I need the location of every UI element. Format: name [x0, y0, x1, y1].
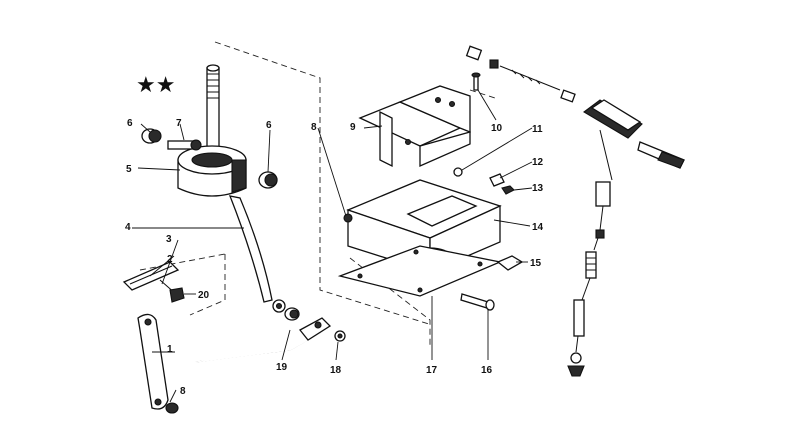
callout-leader-lines [132, 89, 533, 403]
link-rod-assembly [195, 317, 346, 363]
callout-15: 15 [530, 258, 542, 269]
callout-9: 9 [350, 122, 356, 133]
callout-3: 3 [166, 234, 172, 245]
bolt [460, 293, 495, 311]
nut-13 [501, 185, 515, 195]
callout-12: 12 [532, 157, 544, 168]
callout-17: 17 [426, 365, 438, 376]
callout-11: 11 [532, 124, 543, 135]
callout-13: 13 [532, 183, 544, 194]
callout-6-left: 6 [127, 118, 133, 129]
plate-and-clip [122, 261, 185, 303]
block-15 [496, 255, 524, 271]
callout-5: 5 [126, 164, 132, 175]
callout-8-lower: 8 [180, 386, 186, 397]
screw-11 [453, 167, 463, 177]
pin [167, 140, 195, 150]
mounting-bracket [358, 85, 471, 168]
double-star-marking: ★★ [136, 73, 175, 98]
screw-10 [473, 75, 479, 91]
callout-19: 19 [276, 362, 288, 373]
clamp-12 [489, 173, 505, 187]
callout-8-upper: 8 [311, 122, 317, 133]
nut-lower [165, 402, 179, 414]
callout-2: 2 [167, 254, 173, 265]
callout-4: 4 [125, 222, 131, 233]
callout-1: 1 [167, 344, 173, 355]
small-fasteners [453, 72, 524, 271]
coupling [595, 181, 611, 207]
callout-7: 7 [176, 118, 182, 129]
callout-10: 10 [491, 123, 503, 134]
callout-18: 18 [330, 365, 342, 376]
lever-rod [228, 195, 273, 303]
callout-20: 20 [198, 290, 210, 301]
callout-6-right: 6 [266, 120, 272, 131]
selector-lever [137, 313, 179, 414]
callout-16: 16 [481, 365, 493, 376]
callout-14: 14 [532, 222, 544, 233]
clip [169, 287, 185, 303]
callout-labels: 1 2 3 4 5 6 6 7 8 8 9 10 11 12 13 14 15 … [125, 118, 544, 397]
base-plate [337, 245, 503, 297]
shift-lever-assembly [141, 64, 300, 321]
shift-rod-handle-assembly [465, 45, 685, 377]
lever-threaded-shaft [206, 67, 220, 159]
